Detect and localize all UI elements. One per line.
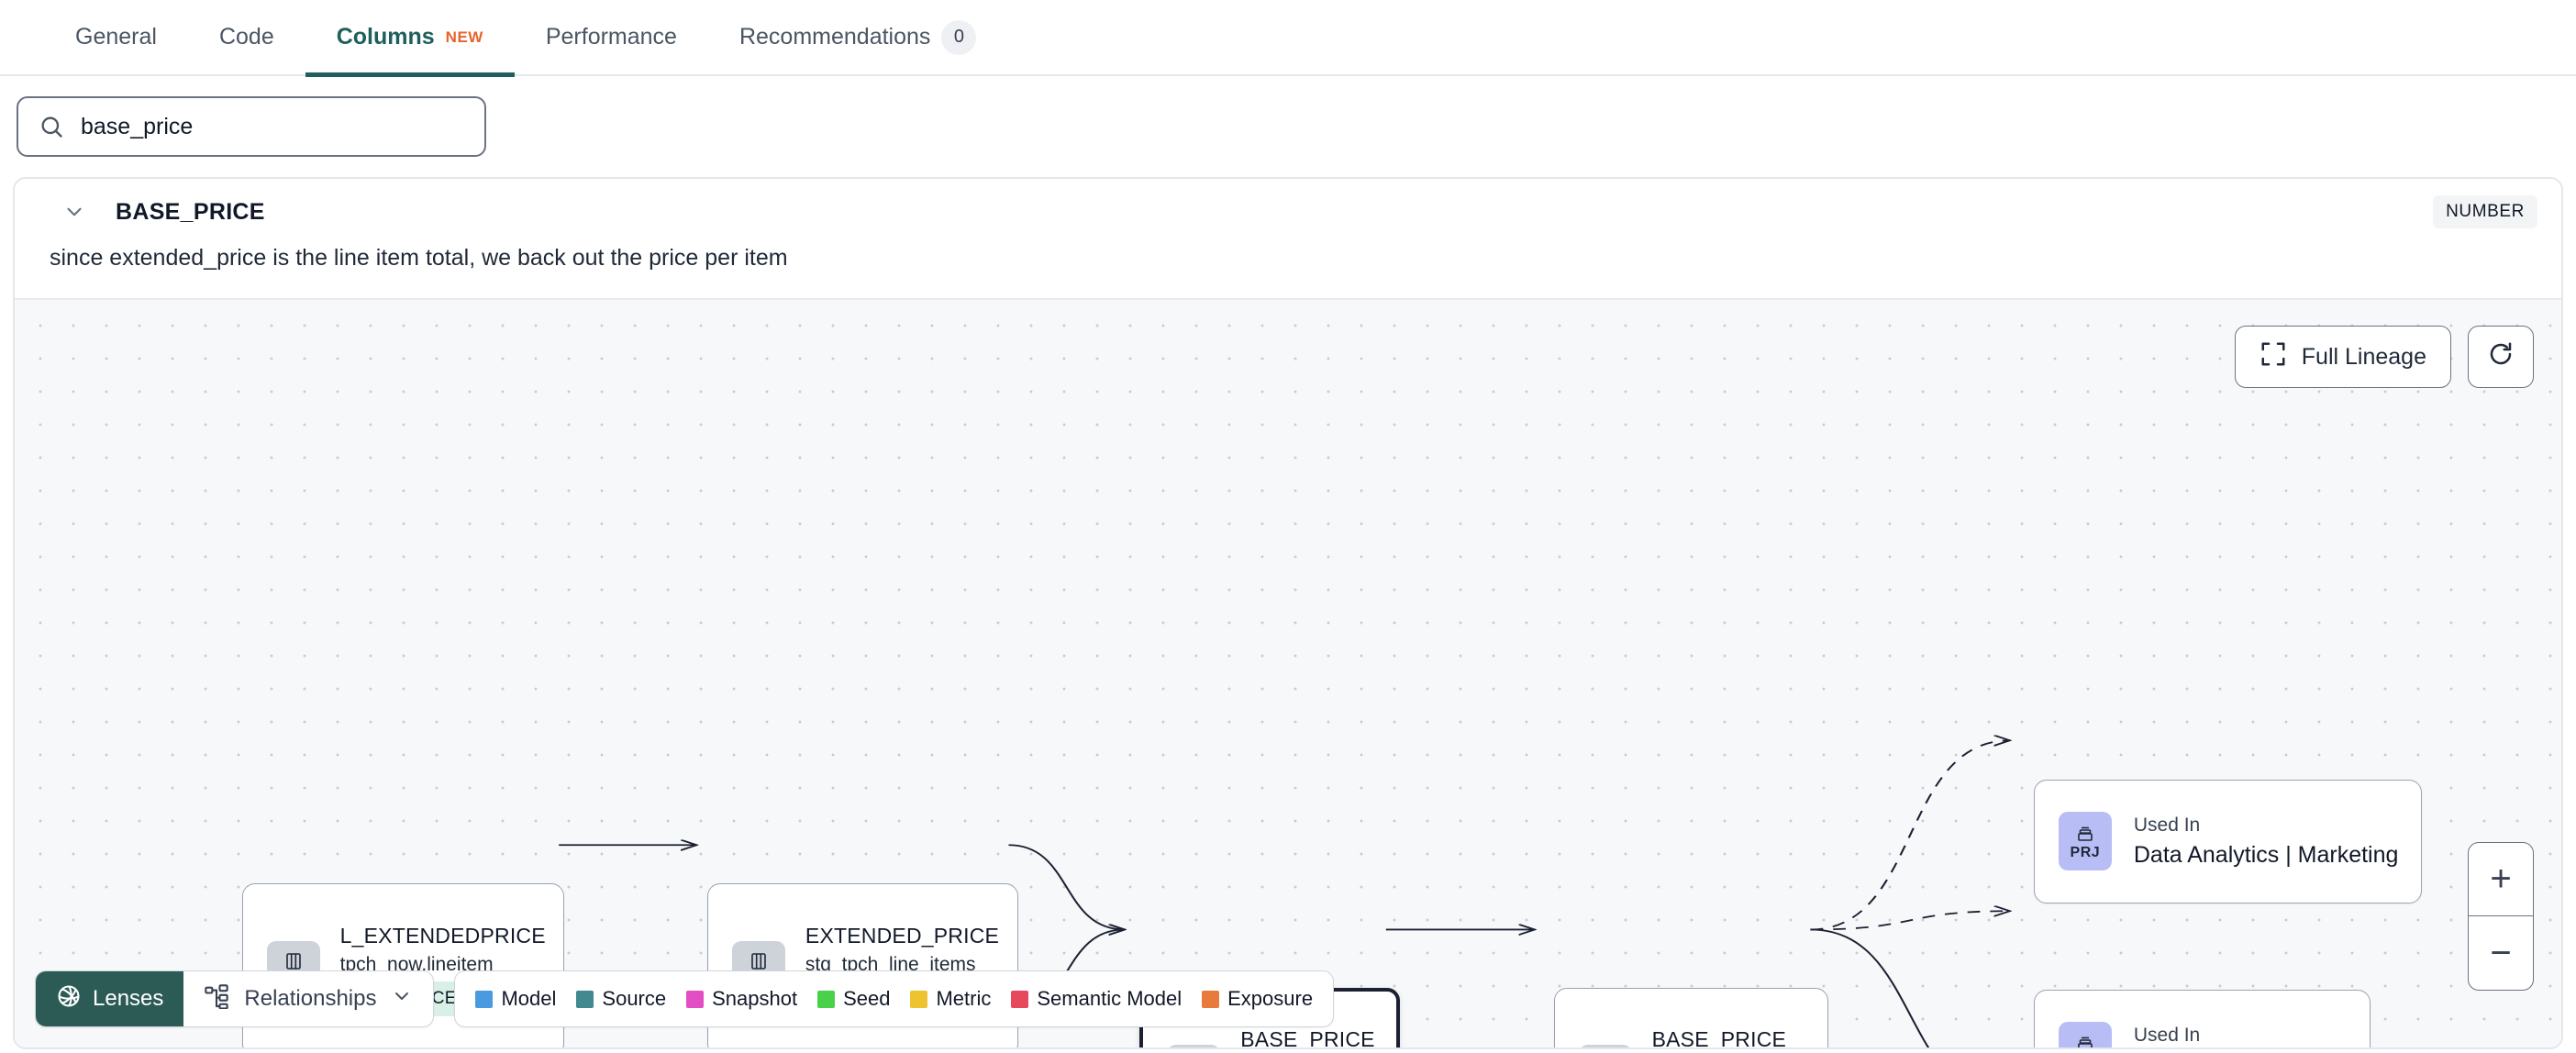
node-column-name: L_EXTENDEDPRICE	[339, 924, 546, 948]
node-body: BASE_PRICEfct_order_itemsMODEL	[1632, 1027, 1786, 1047]
project-badge: PRJ	[2058, 812, 2112, 871]
chevron-down-icon	[391, 985, 413, 1014]
refresh-icon	[2487, 340, 2515, 374]
node-column-name: EXTENDED_PRICE	[805, 924, 1000, 948]
node-table-name: tpch_now.lineitem	[339, 954, 494, 976]
lineage-edge	[1810, 911, 2009, 931]
tab-label: Performance	[545, 24, 677, 50]
legend-item[interactable]: Semantic Model	[1011, 987, 1182, 1011]
tab-columns[interactable]: Columns NEW	[305, 0, 515, 77]
tab-label: General	[75, 24, 157, 50]
legend-item[interactable]: Source	[576, 987, 666, 1011]
legend-swatch	[1202, 990, 1220, 1008]
tab-performance[interactable]: Performance	[515, 0, 708, 75]
canvas-bottom-controls: Lenses Relationships	[35, 970, 1335, 1027]
lenses-group: Lenses Relationships	[35, 970, 435, 1027]
legend-swatch	[475, 990, 494, 1008]
legend-item[interactable]: Snapshot	[686, 987, 797, 1011]
node-used-in-label: Used In	[2133, 1024, 2201, 1046]
search-icon	[39, 114, 64, 139]
tab-recommendations[interactable]: Recommendations 0	[708, 0, 1007, 75]
search-area	[0, 76, 2576, 177]
node-used-in-label: Used In	[2133, 814, 2201, 836]
tab-bar: General Code Columns NEW Performance Recommen…	[0, 0, 2576, 77]
legend-item[interactable]: Seed	[817, 987, 890, 1011]
node-body: BASE_PRICEorder_itemsMODEL	[1220, 1027, 1374, 1047]
node-project-name: Data Analytics | Marketing	[2133, 841, 2399, 868]
node-column-name: BASE_PRICE	[1651, 1027, 1787, 1047]
tab-label: Columns	[336, 24, 435, 50]
column-type-badge: NUMBER	[2433, 195, 2537, 228]
legend-label: Exposure	[1227, 987, 1314, 1010]
tab-label: Code	[218, 24, 274, 50]
zoom-in-button[interactable]: +	[2469, 843, 2533, 916]
lineage-edge	[1810, 928, 1930, 1047]
lineage-edge	[1810, 740, 2009, 931]
legend-label: Semantic Model	[1037, 987, 1183, 1010]
expand-corners-icon	[2260, 340, 2287, 374]
legend-item[interactable]: Exposure	[1202, 987, 1313, 1011]
legend-label: Seed	[843, 987, 891, 1010]
column-description: since extended_price is the line item to…	[50, 245, 788, 271]
full-lineage-label: Full Lineage	[2301, 343, 2426, 370]
legend-swatch	[817, 990, 836, 1008]
legend: Model Source Snapshot Seed Metric Semantic Mo…	[454, 970, 1335, 1027]
column-icon	[748, 950, 770, 972]
canvas-top-controls: Full Lineage	[2234, 326, 2534, 388]
legend-label: Metric	[936, 987, 992, 1010]
legend-label: Model	[501, 987, 557, 1010]
column-header: BASE_PRICE NUMBER	[15, 179, 2561, 245]
zoom-controls: + −	[2468, 842, 2534, 991]
column-icon	[283, 950, 305, 972]
legend-swatch	[910, 990, 928, 1008]
full-lineage-button[interactable]: Full Lineage	[2234, 326, 2451, 388]
lineage-node-prj_marketing[interactable]: PRJ Used In Data Analytics | Marketing	[2033, 779, 2423, 904]
column-badge: COL	[1578, 1044, 1632, 1047]
project-icon	[2074, 1032, 2096, 1047]
tab-new-badge: NEW	[445, 28, 483, 46]
legend-item[interactable]: Metric	[910, 987, 991, 1011]
page-title: BASE_PRICE	[116, 198, 265, 225]
legend-swatch	[686, 990, 705, 1008]
legend-item[interactable]: Model	[475, 987, 556, 1011]
node-table-name: stg_tpch_line_items	[805, 954, 976, 976]
lineage-node-base_price_fct[interactable]: COLBASE_PRICEfct_order_itemsMODEL	[1553, 987, 1829, 1047]
tab-count-badge: 0	[941, 19, 977, 55]
project-icon	[2074, 822, 2096, 844]
tab-label: Recommendations	[738, 24, 931, 50]
relationships-icon	[204, 983, 229, 1015]
node-column-name: BASE_PRICE	[1240, 1027, 1375, 1047]
aperture-icon	[56, 983, 82, 1015]
lineage-edge	[1008, 844, 1126, 929]
node-kind-label: PRJ	[2070, 844, 2101, 860]
column-badge: COL	[1167, 1044, 1221, 1047]
legend-swatch	[1011, 990, 1029, 1008]
legend-label: Source	[602, 987, 667, 1010]
search-input[interactable]	[79, 112, 464, 141]
lenses-button[interactable]: Lenses	[36, 971, 184, 1026]
zoom-out-button[interactable]: −	[2490, 932, 2512, 973]
tab-code[interactable]: Code	[188, 0, 305, 75]
project-badge: PRJ	[2058, 1022, 2112, 1047]
relationships-dropdown[interactable]: Relationships	[183, 971, 433, 1026]
lenses-label: Lenses	[93, 986, 164, 1011]
tab-general[interactable]: General	[44, 0, 188, 75]
lineage-canvas[interactable]: COLL_EXTENDEDPRICEtpch_now.lineitemSOURC…	[15, 298, 2561, 1047]
node-body: Used In Data Analytics | Marketing	[2112, 815, 2399, 869]
refresh-button[interactable]	[2468, 326, 2534, 388]
search-box[interactable]	[17, 96, 486, 157]
legend-swatch	[576, 990, 594, 1008]
column-panel: BASE_PRICE NUMBER since extended_price i…	[13, 177, 2563, 1049]
chevron-down-icon[interactable]	[62, 200, 86, 224]
legend-label: Snapshot	[712, 987, 798, 1010]
relationships-label: Relationships	[244, 986, 377, 1011]
